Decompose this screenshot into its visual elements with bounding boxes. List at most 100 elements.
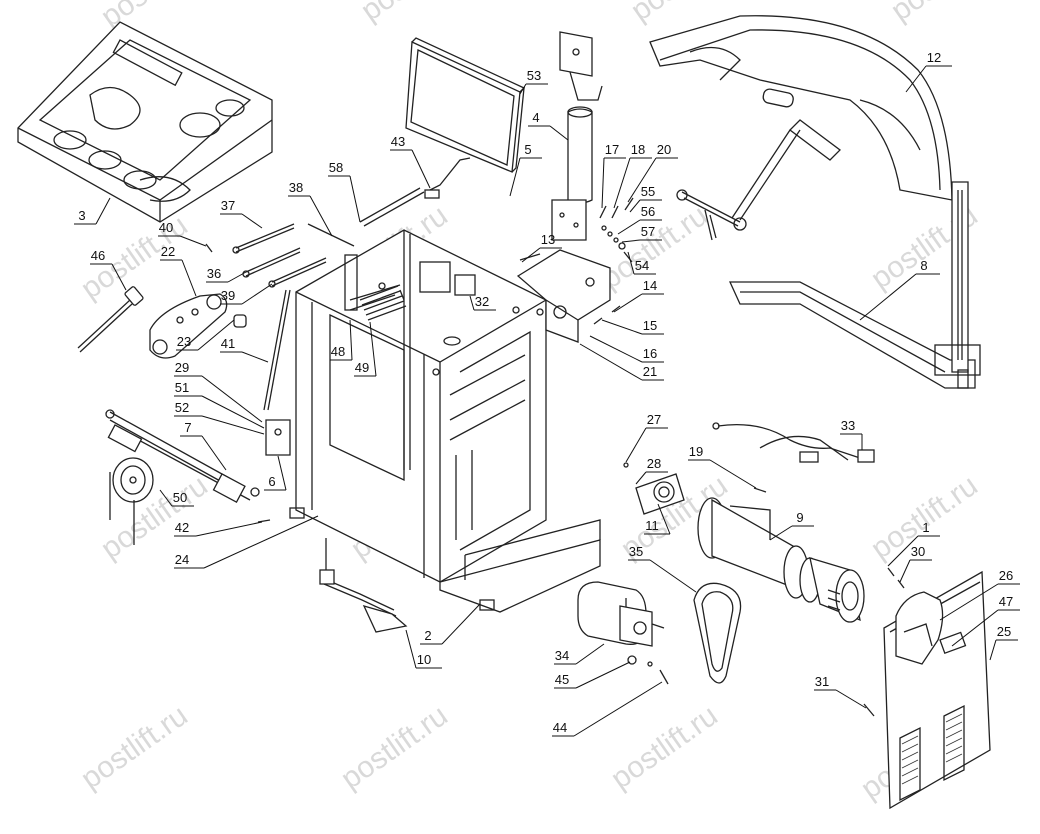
callout-leader-line [519, 83, 527, 95]
callout-leader-line [441, 603, 481, 645]
callout-label-12: 12 [927, 50, 941, 65]
callout-label-48: 48 [331, 344, 345, 359]
callout-leader-line [617, 219, 641, 235]
callout-label-23: 23 [177, 334, 191, 349]
callout-leader-line [627, 157, 657, 203]
screw-42 [257, 519, 271, 523]
drive-belt-inner [701, 591, 734, 672]
callout-leader-line [709, 459, 757, 489]
callout-leader-line [573, 681, 663, 737]
callout-label-6: 6 [268, 474, 275, 489]
callout-label-35: 35 [629, 544, 643, 559]
callout-label-2: 2 [424, 628, 431, 643]
callout-leader-line [589, 335, 643, 363]
callout-leader-line [181, 259, 197, 297]
washer-45 [627, 655, 637, 665]
leader-lines [74, 65, 1020, 737]
callout-leader-line [509, 157, 521, 197]
callout-label-39: 39 [221, 288, 235, 303]
callout-leader-line [951, 609, 999, 647]
drive-belt [693, 582, 742, 684]
callout-leader-line [621, 239, 641, 243]
callout-label-9: 9 [796, 510, 803, 525]
callout-label-13: 13 [541, 232, 555, 247]
callout-label-4: 4 [532, 110, 539, 125]
callout-label-51: 51 [175, 380, 189, 395]
panel-holder [895, 591, 967, 665]
callout-leader-line [601, 157, 605, 209]
callout-leader-line [95, 197, 111, 225]
callout-label-31: 31 [815, 674, 829, 689]
foot-pedal [319, 538, 408, 633]
callout-leader-line [241, 351, 269, 363]
rods [232, 223, 327, 288]
callout-leader-line [989, 639, 997, 661]
callout-leader-line [575, 661, 631, 689]
callout-label-22: 22 [161, 244, 175, 259]
spring [359, 285, 407, 321]
callout-label-19: 19 [689, 444, 703, 459]
screw-40 [205, 243, 213, 253]
callout-leader-line [649, 559, 697, 593]
callout-label-53: 53 [527, 68, 541, 83]
callout-leader-line [349, 319, 353, 361]
callout-label-30: 30 [911, 544, 925, 559]
motor [577, 581, 665, 647]
distance-gauge-arm [105, 409, 260, 503]
callout-leader-line [201, 375, 263, 423]
pin-19 [753, 487, 767, 493]
callout-leader-line [635, 471, 647, 485]
watermark-text: postlift.ru [885, 0, 1004, 28]
callout-leader-line [601, 319, 643, 335]
callout-leader-line [203, 515, 319, 569]
screw-1 [887, 567, 895, 577]
callout-leader-line [899, 559, 911, 583]
callout-label-32: 32 [475, 294, 489, 309]
hood-arm-frame [728, 181, 981, 389]
callout-label-52: 52 [175, 400, 189, 415]
callout-leader-line [613, 157, 631, 209]
callout-label-57: 57 [641, 224, 655, 239]
callout-label-54: 54 [635, 258, 649, 273]
callout-leader-line [859, 273, 917, 321]
vertical-rod-bracket [263, 289, 291, 456]
gauge-pulley [109, 457, 154, 545]
callout-label-16: 16 [643, 346, 657, 361]
callout-label-40: 40 [159, 220, 173, 235]
callout-leader-line [625, 427, 647, 463]
callout-label-47: 47 [999, 594, 1013, 609]
callout-leader-line [549, 125, 569, 141]
screw-15 [593, 317, 603, 325]
callout-leader-line [201, 435, 227, 471]
callout-leader-line [905, 65, 927, 93]
main-cabinet [289, 229, 601, 613]
watermark-text: postlift.ru [355, 0, 474, 28]
callout-leader-line [769, 525, 793, 541]
callout-leader-line [579, 343, 643, 381]
callout-label-37: 37 [221, 198, 235, 213]
callout-label-24: 24 [175, 552, 189, 567]
callout-leader-line [405, 629, 417, 669]
callout-label-42: 42 [175, 520, 189, 535]
callout-leader-line [887, 535, 919, 567]
callout-leader-line [197, 319, 235, 351]
callout-label-17: 17 [605, 142, 619, 157]
callout-leader-line [179, 235, 207, 247]
tool-holder-bracket [149, 293, 228, 359]
callout-label-28: 28 [647, 456, 661, 471]
callout-label-45: 45 [555, 672, 569, 687]
callout-label-50: 50 [173, 490, 187, 505]
callout-label-25: 25 [997, 624, 1011, 639]
callout-label-33: 33 [841, 418, 855, 433]
callout-leader-line [575, 643, 605, 665]
screw-14 [611, 305, 621, 313]
callout-leader-line [241, 283, 273, 305]
callout-leader-line [369, 321, 377, 377]
nut-small [647, 661, 653, 667]
callout-label-38: 38 [289, 180, 303, 195]
callout-label-1: 1 [922, 520, 929, 535]
callout-label-7: 7 [184, 420, 191, 435]
callout-leader-line [195, 521, 263, 537]
callout-leader-line [835, 689, 867, 709]
encoder-plate [623, 462, 685, 515]
